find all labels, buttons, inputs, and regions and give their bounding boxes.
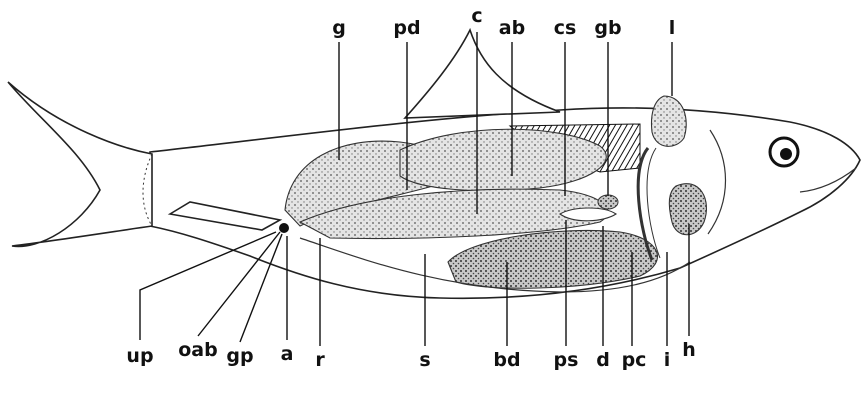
label-up: up xyxy=(126,345,153,367)
eye-pupil xyxy=(780,148,792,160)
anus xyxy=(279,223,289,233)
label-g: g xyxy=(332,17,346,39)
dorsal-fin xyxy=(405,30,560,118)
label-i: i xyxy=(664,349,671,371)
tail-fin xyxy=(8,82,152,246)
label-pc: pc xyxy=(622,349,647,371)
label-oab: oab xyxy=(178,339,217,361)
label-bd: bd xyxy=(493,349,520,371)
label-h: h xyxy=(682,339,696,361)
label-gp: gp xyxy=(226,345,253,367)
label-r: r xyxy=(315,349,325,371)
gall-bladder xyxy=(598,195,618,209)
label-pd: pd xyxy=(393,17,420,39)
label-gb: gb xyxy=(594,17,621,39)
label-a: a xyxy=(281,343,294,365)
label-s: s xyxy=(419,349,430,371)
label-d: d xyxy=(596,349,610,371)
label-ab: ab xyxy=(499,17,525,39)
liver xyxy=(652,96,687,146)
label-ps: ps xyxy=(554,349,579,371)
label-l: l xyxy=(669,17,676,39)
heart xyxy=(669,184,706,235)
label-cs: cs xyxy=(554,17,577,39)
label-c: c xyxy=(471,5,482,27)
